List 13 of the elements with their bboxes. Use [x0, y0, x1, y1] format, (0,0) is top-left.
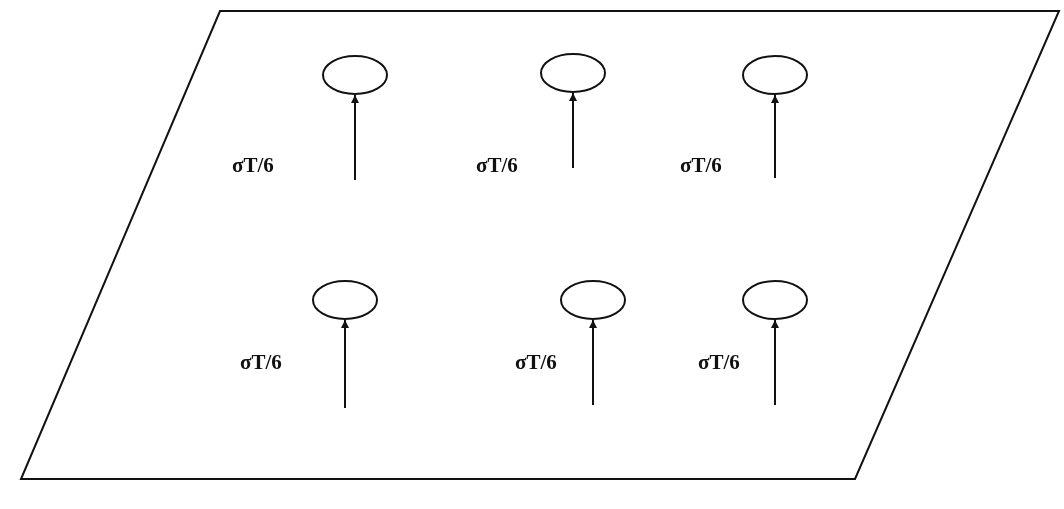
arrow [351, 94, 359, 181]
arrow [771, 319, 779, 406]
plane-parallelogram [20, 10, 1060, 480]
arrow [341, 319, 349, 409]
arrow [569, 92, 577, 169]
loop-ellipse [540, 53, 606, 93]
loop-ellipse [312, 280, 378, 320]
loop-ellipse [560, 280, 626, 320]
loop-ellipse [742, 55, 808, 95]
arrow [589, 319, 597, 406]
arrow [771, 94, 779, 179]
loop-ellipse [322, 55, 388, 95]
loop-ellipse [742, 280, 808, 320]
